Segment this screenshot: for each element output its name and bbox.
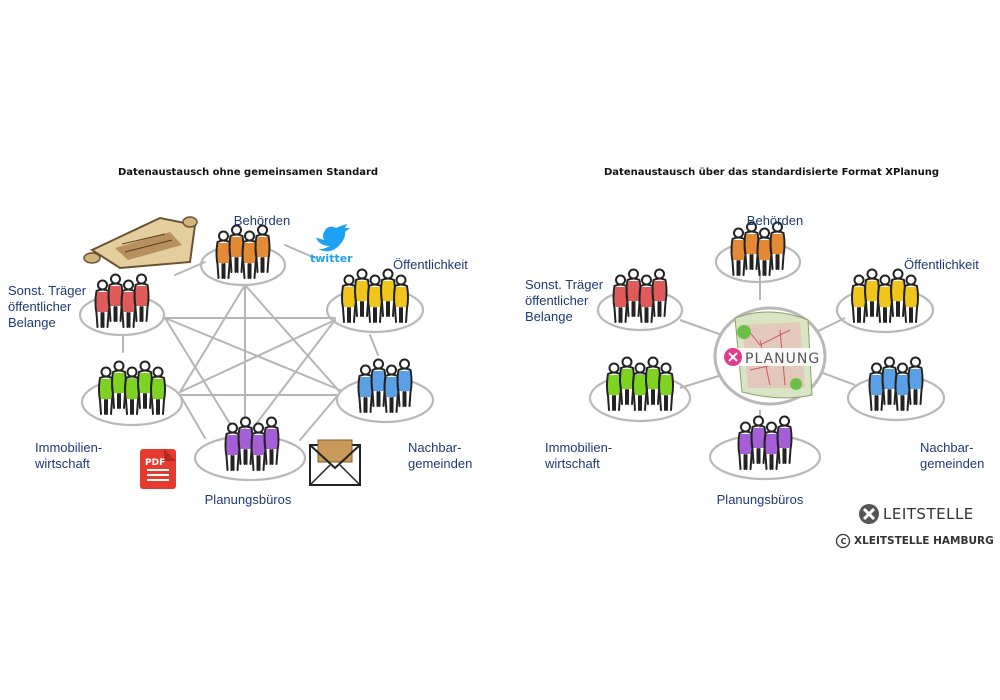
person-figure <box>730 227 747 276</box>
person-figure <box>133 273 150 322</box>
left-label-traeger: Sonst. Träger öffentlicher Belange <box>8 283 87 330</box>
person-figure <box>632 362 648 411</box>
left-traeger-people-group <box>94 273 150 328</box>
person-figure <box>894 362 911 411</box>
person-figure <box>890 268 906 317</box>
right-label-oeffentlichkeit: Öffentlichkeit <box>904 257 979 272</box>
right-nachbar-people-group <box>868 356 924 411</box>
person-figure <box>750 415 767 464</box>
person-figure <box>396 358 413 407</box>
person-figure <box>737 421 754 470</box>
copyright-text: XLEITSTELLE HAMBURG <box>854 535 994 547</box>
person-figure <box>341 274 357 323</box>
right-label-planung: Planungsbüros <box>716 492 804 507</box>
person-figure <box>756 227 773 276</box>
person-figure <box>625 268 642 317</box>
person-figure <box>150 366 166 415</box>
xplanung-hub-label: PLANUNG <box>745 351 820 367</box>
person-figure <box>658 362 674 411</box>
right-label-traeger: Sonst. Träger öffentlicher Belange <box>525 277 604 324</box>
person-figure <box>98 366 114 415</box>
right-oeffentlichkeit-people-group <box>851 268 919 323</box>
person-figure <box>763 421 780 470</box>
right-people <box>606 221 924 470</box>
left-label-nachbar: Nachbar- gemeinden <box>408 440 473 471</box>
person-figure <box>367 274 383 323</box>
person-figure <box>638 274 655 323</box>
left-label-planung: Planungsbüros <box>204 492 292 507</box>
right-label-nachbar: Nachbar- gemeinden <box>920 440 985 471</box>
person-figure <box>776 415 793 464</box>
person-figure <box>881 356 898 405</box>
left-oeffentlichkeit-people-group <box>341 268 409 323</box>
person-figure <box>250 422 267 471</box>
left-people <box>94 224 413 471</box>
left-title: Datenaustausch ohne gemeinsamen Standard <box>118 167 379 178</box>
person-figure <box>228 224 245 273</box>
person-figure <box>877 274 893 323</box>
person-figure <box>651 268 668 317</box>
person-figure <box>137 360 153 409</box>
person-figure <box>743 221 760 270</box>
xleitstelle-logo-text: LEITSTELLE <box>883 505 974 523</box>
scroll-map-icon <box>83 216 198 270</box>
right-title: Datenaustausch über das standardisierte … <box>604 167 940 178</box>
twitter-icon <box>316 224 350 252</box>
person-figure <box>241 230 258 279</box>
person-figure <box>263 416 280 465</box>
person-figure <box>370 358 387 407</box>
left-label-oeffentlichkeit: Öffentlichkeit <box>393 257 468 272</box>
left-label-immobilien: Immobilien- wirtschaft <box>35 440 103 471</box>
person-figure <box>357 364 374 413</box>
pdf-icon-label: PDF <box>145 458 165 468</box>
envelope-icon <box>309 439 361 486</box>
person-figure <box>383 364 400 413</box>
person-figure <box>94 279 111 328</box>
person-figure <box>612 274 629 323</box>
person-figure <box>645 356 661 405</box>
person-figure <box>124 366 140 415</box>
copyright-symbol: C <box>840 537 847 546</box>
left-nachbar-people-group <box>357 358 413 413</box>
person-figure <box>769 221 786 270</box>
person-figure <box>380 268 396 317</box>
person-figure <box>864 268 880 317</box>
xplanung-hub <box>713 306 827 406</box>
left-behoerden-people-group <box>215 224 271 279</box>
left-immobilien-people-group <box>98 360 166 415</box>
person-figure <box>120 279 137 328</box>
person-figure <box>107 273 124 322</box>
xleitstelle-logo-mark <box>859 504 879 524</box>
copyright-line: C XLEITSTELLE HAMBURG <box>838 535 994 547</box>
right-planung-people-group <box>737 415 793 470</box>
left-label-behoerden: Behörden <box>233 213 291 228</box>
person-figure <box>354 268 370 317</box>
person-figure <box>606 362 622 411</box>
person-figure <box>903 274 919 323</box>
right-label-behoerden: Behörden <box>746 213 804 228</box>
person-figure <box>111 360 127 409</box>
person-figure <box>237 416 254 465</box>
right-immobilien-people-group <box>606 356 674 411</box>
left-planung-people-group <box>224 416 280 471</box>
person-figure <box>254 224 271 273</box>
copyright-symbol-ring <box>835 533 851 549</box>
pdf-icon <box>140 449 176 489</box>
xleitstelle-logo: LEITSTELLE <box>858 503 974 525</box>
person-figure <box>224 422 241 471</box>
right-label-immobilien: Immobilien- wirtschaft <box>545 440 613 471</box>
person-figure <box>851 274 867 323</box>
person-figure <box>215 230 232 279</box>
right-traeger-people-group <box>612 268 668 323</box>
person-figure <box>868 362 885 411</box>
person-figure <box>907 356 924 405</box>
person-figure <box>619 356 635 405</box>
person-figure <box>393 274 409 323</box>
twitter-wordmark: twitter <box>310 252 353 265</box>
right-behoerden-people-group <box>730 221 786 276</box>
